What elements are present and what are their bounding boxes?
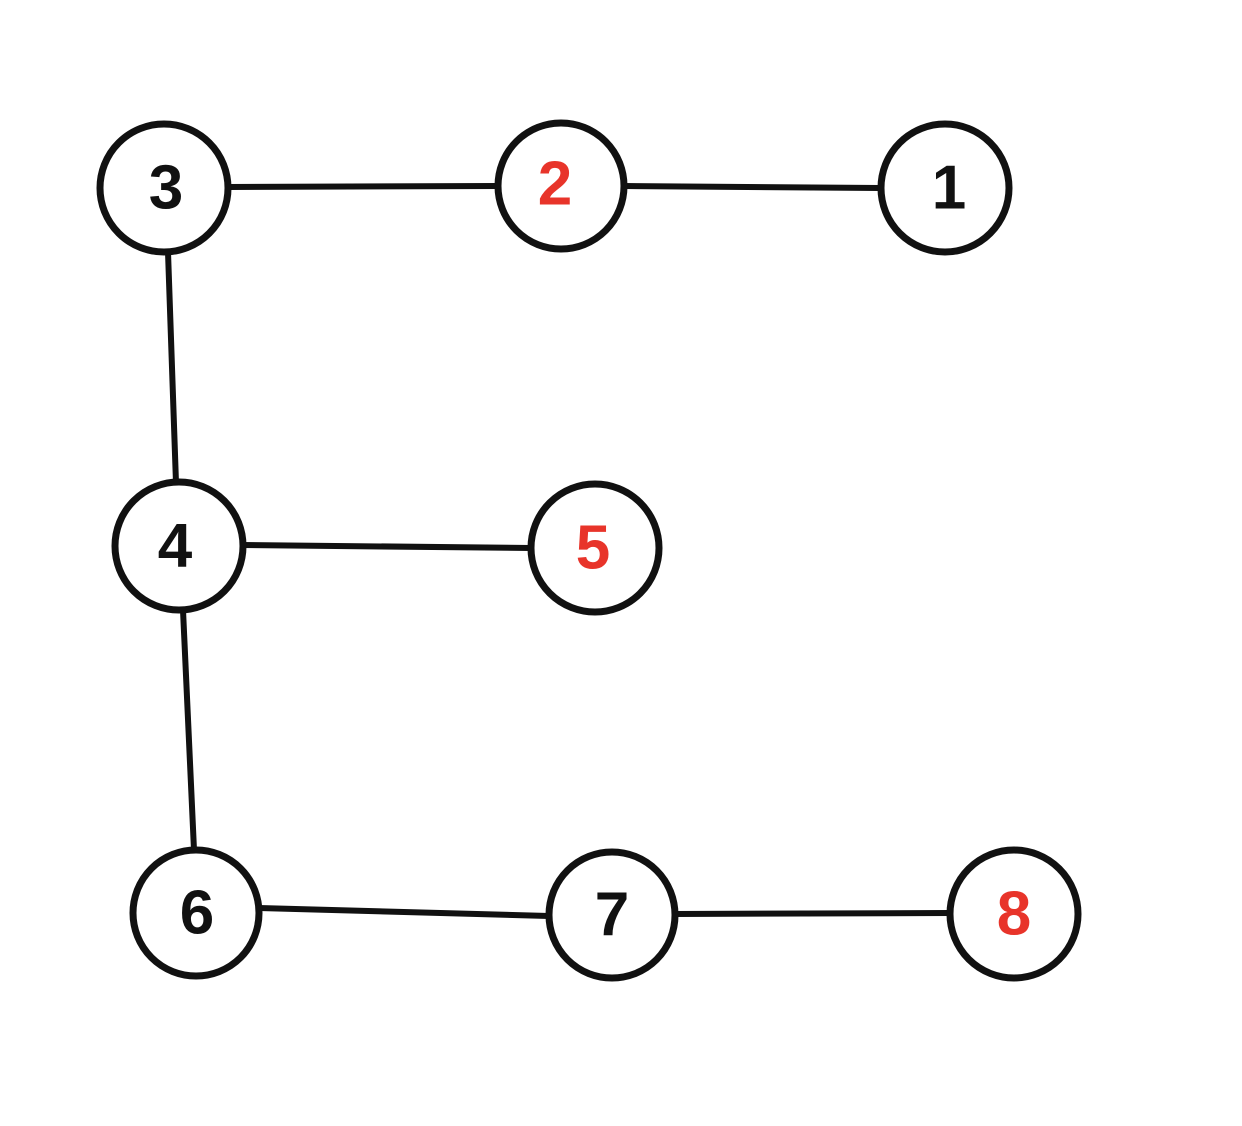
node-1[interactable]: 1 bbox=[877, 120, 1013, 256]
node-label-4: 4 bbox=[158, 512, 193, 581]
node-5[interactable]: 5 bbox=[527, 480, 663, 616]
node-circle-2[interactable] bbox=[494, 119, 628, 253]
edge-n3-n4 bbox=[165, 249, 179, 486]
node-4[interactable]: 4 bbox=[111, 478, 247, 614]
node-circle-8[interactable] bbox=[946, 846, 1082, 982]
node-circle-5[interactable] bbox=[527, 480, 663, 616]
node-8[interactable]: 8 bbox=[946, 846, 1082, 982]
edge-n7-n8 bbox=[672, 910, 953, 917]
edge-n6-n7 bbox=[256, 905, 552, 919]
edges-layer bbox=[165, 183, 953, 919]
node-circle-3[interactable] bbox=[96, 120, 232, 256]
edge-n4-n5 bbox=[240, 542, 534, 551]
node-7[interactable]: 7 bbox=[545, 848, 679, 982]
node-3[interactable]: 3 bbox=[96, 120, 232, 256]
node-label-7: 7 bbox=[595, 881, 629, 950]
edge-n3-n2 bbox=[225, 183, 501, 190]
node-label-5: 5 bbox=[576, 514, 610, 583]
node-label-2: 2 bbox=[538, 150, 572, 219]
node-label-1: 1 bbox=[932, 154, 966, 223]
edge-n2-n1 bbox=[621, 183, 883, 191]
node-circle-4[interactable] bbox=[111, 478, 247, 614]
node-6[interactable]: 6 bbox=[129, 846, 263, 980]
nodes-layer: 1 2 3 4 5 6 7 8 bbox=[96, 119, 1082, 982]
node-circle-1[interactable] bbox=[877, 120, 1013, 256]
node-2[interactable]: 2 bbox=[494, 119, 628, 253]
node-label-3: 3 bbox=[149, 154, 183, 223]
node-label-8: 8 bbox=[997, 880, 1031, 949]
edge-n4-n6 bbox=[180, 607, 197, 853]
node-circle-6[interactable] bbox=[129, 846, 263, 980]
node-label-6: 6 bbox=[180, 879, 214, 948]
node-circle-7[interactable] bbox=[545, 848, 679, 982]
